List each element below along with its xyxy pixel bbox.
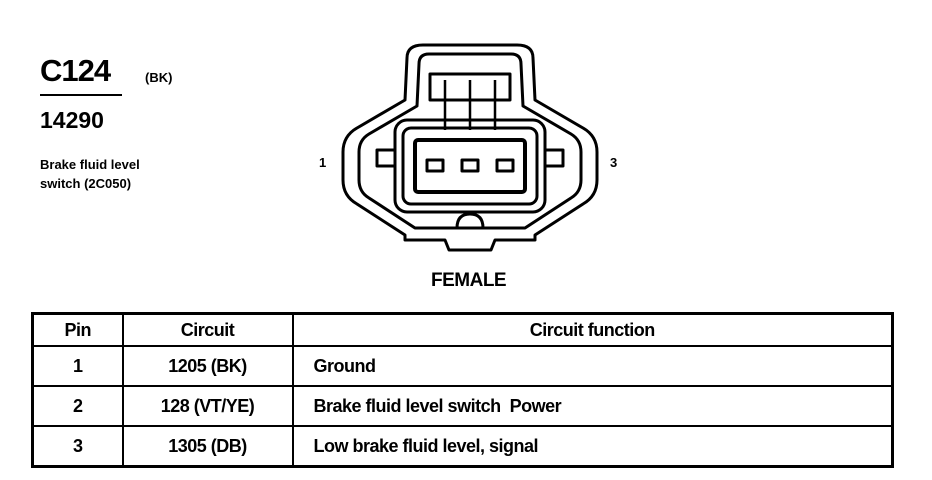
locking-latch — [428, 72, 512, 102]
header-function: Circuit function — [291, 312, 894, 347]
table-row: 1 1205 (BK) Ground — [31, 345, 894, 387]
part-number: 14290 — [40, 107, 104, 133]
circuit-cell: 1205 (BK) — [121, 345, 294, 387]
pin-label-left: 1 — [319, 155, 327, 170]
function-cell: Ground — [291, 345, 894, 387]
pin-cell: 2 — [31, 385, 124, 427]
table-row: 2 128 (VT/YE) Brake fluid level switch P… — [31, 385, 894, 427]
function-cell: Low brake fluid level, signal — [291, 425, 894, 468]
table-row: 3 1305 (DB) Low brake fluid level, signa… — [31, 425, 894, 468]
description-line-1: Brake fluid level — [40, 157, 140, 172]
connector-id: C124 — [40, 53, 111, 88]
terminal-block — [413, 138, 527, 194]
color-code: (BK) — [145, 70, 173, 85]
description-line-2: switch (2C050) — [40, 176, 132, 191]
pin-cavity-frame-inner — [401, 126, 539, 206]
pin-table: Pin Circuit Circuit function 1 1205 (BK)… — [31, 312, 894, 468]
connector-housing-outline — [341, 43, 599, 252]
connector-face-diagram — [341, 43, 599, 252]
polarizing-key — [455, 212, 485, 230]
header-circuit: Circuit — [121, 312, 294, 347]
pin-cavity-frame-outer — [393, 118, 547, 214]
table-header-row: Pin Circuit Circuit function — [31, 312, 894, 347]
pin-label-right: 3 — [610, 155, 618, 170]
circuit-cell: 128 (VT/YE) — [121, 385, 294, 427]
terminal-3 — [495, 158, 515, 173]
terminal-2 — [460, 158, 480, 173]
gender-label: FEMALE — [431, 270, 507, 291]
pin-cell: 1 — [31, 345, 124, 387]
circuit-cell: 1305 (DB) — [121, 425, 294, 468]
latch-ribs — [443, 80, 497, 130]
side-tab-right — [545, 148, 565, 168]
pin-cell: 3 — [31, 425, 124, 468]
connector-housing-inner — [357, 52, 583, 230]
terminal-1 — [425, 158, 445, 173]
header-pin: Pin — [31, 312, 124, 347]
side-tab-left — [375, 148, 395, 168]
header-divider — [40, 94, 122, 96]
function-cell: Brake fluid level switch Power — [291, 385, 894, 427]
connector-description: Brake fluid level switch (2C050) — [40, 155, 140, 193]
